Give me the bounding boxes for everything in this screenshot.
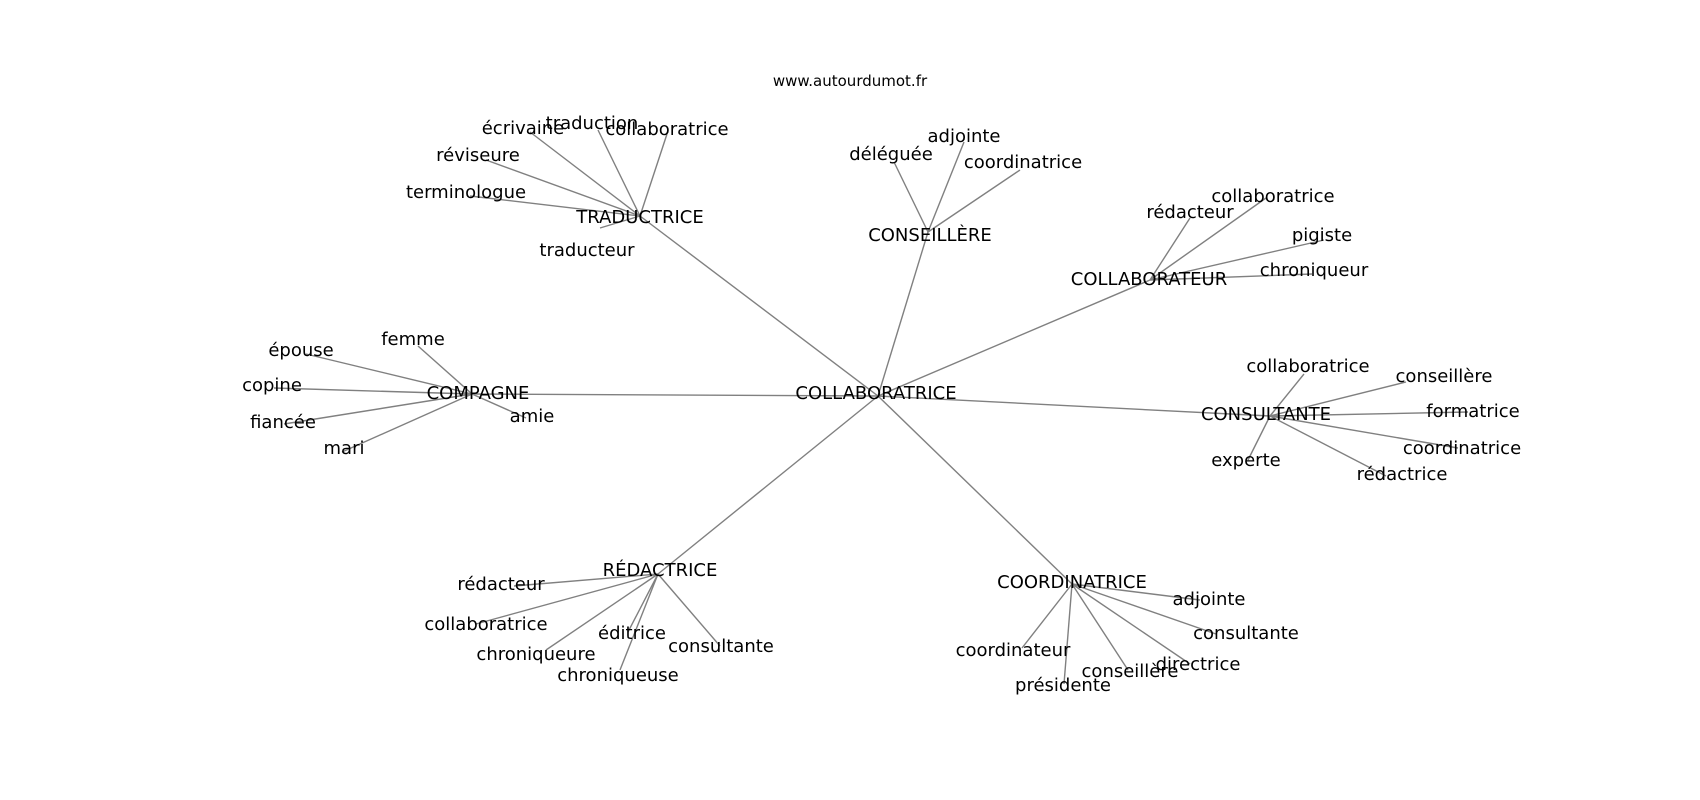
- word-consultante-experte[interactable]: experte: [1211, 450, 1280, 471]
- edge-consultante-formatrice: [1269, 411, 1469, 417]
- word-traductrice-traducteur[interactable]: traducteur: [539, 240, 635, 261]
- word-collaborateur-redacteur[interactable]: rédacteur: [1146, 202, 1234, 223]
- edge-coordinatrice-directrice: [1071, 583, 1191, 665]
- edge-center-compagne: [471, 393, 879, 397]
- word-compagne-mari[interactable]: mari: [324, 438, 365, 459]
- edge-compagne-femme: [417, 345, 473, 395]
- edge-coordinatrice-adjointe: [1071, 583, 1201, 601]
- edge-consultante-coordinatrice: [1269, 415, 1459, 449]
- word-consultante-conseillere[interactable]: conseillère: [1396, 366, 1493, 387]
- word-collaborateur-chroniqueur[interactable]: chroniqueur: [1260, 260, 1369, 281]
- word-coordinatrice-presidente[interactable]: présidente: [1015, 675, 1111, 696]
- word-conseillere-deleguee[interactable]: déléguée: [849, 144, 933, 165]
- word-conseillere-adjointe[interactable]: adjointe: [927, 126, 1000, 147]
- word-redactrice-editrice[interactable]: éditrice: [598, 623, 666, 644]
- word-coordinatrice-consultante[interactable]: consultante: [1193, 623, 1299, 644]
- word-redactrice-collaboratrice[interactable]: collaboratrice: [424, 614, 547, 635]
- edge-center-coordinatrice: [877, 395, 1073, 585]
- hub-conseillere[interactable]: CONSEILLÈRE: [868, 224, 992, 246]
- word-consultante-coordinatrice[interactable]: coordinatrice: [1403, 438, 1521, 459]
- word-traductrice-ecrivaine[interactable]: écrivaine: [482, 118, 565, 139]
- word-traductrice-collaboratrice[interactable]: collaboratrice: [605, 119, 728, 140]
- edge-traductrice-collaboratrice: [639, 133, 668, 217]
- hub-redactrice[interactable]: RÉDACTRICE: [603, 559, 718, 581]
- edge-coordinatrice-conseillere: [1071, 583, 1129, 671]
- word-redactrice-redacteur[interactable]: rédacteur: [457, 574, 545, 595]
- word-redactrice-chroniqueuse[interactable]: chroniqueuse: [557, 665, 679, 686]
- edge-traductrice-traducteur: [599, 215, 641, 229]
- word-traductrice-reviseure[interactable]: réviseure: [436, 145, 520, 166]
- word-redactrice-chroniqueure[interactable]: chroniqueure: [476, 644, 595, 665]
- edge-traductrice-reviseure: [485, 159, 641, 217]
- edge-conseillere-deleguee: [893, 161, 929, 233]
- word-redactrice-consultante[interactable]: consultante: [668, 636, 774, 657]
- graph-labels: écrivainetraductioncollaboratriceréviseu…: [242, 113, 1521, 696]
- word-coordinatrice-coordinateur[interactable]: coordinateur: [956, 640, 1071, 661]
- hub-compagne[interactable]: COMPAGNE: [427, 383, 530, 404]
- edge-consultante-redactrice: [1269, 415, 1387, 477]
- edge-coordinatrice-consultante: [1071, 583, 1217, 635]
- edge-compagne-copine: [273, 387, 473, 395]
- word-coordinatrice-adjointe[interactable]: adjointe: [1172, 589, 1245, 610]
- word-collaborateur-pigiste[interactable]: pigiste: [1292, 225, 1352, 246]
- edge-coordinatrice-coordinateur: [1021, 583, 1073, 649]
- word-consultante-formatrice[interactable]: formatrice: [1426, 401, 1519, 422]
- hub-consultante[interactable]: CONSULTANTE: [1201, 404, 1331, 425]
- center-node-collaboratrice[interactable]: COLLABORATRICE: [795, 383, 956, 404]
- edge-redactrice-consultante: [657, 573, 721, 647]
- edge-collaborateur-pigiste: [1149, 239, 1325, 281]
- edge-collaborateur-collaboratrice: [1149, 197, 1267, 281]
- word-compagne-fiancee[interactable]: fiancée: [250, 412, 316, 433]
- edge-traductrice-traduction: [597, 129, 641, 217]
- hub-traductrice[interactable]: TRADUCTRICE: [575, 207, 703, 228]
- edge-traductrice-terminologue: [469, 195, 641, 217]
- hub-coordinatrice[interactable]: COORDINATRICE: [997, 572, 1147, 593]
- source-label: www.autourdumot.fr: [772, 72, 928, 90]
- edge-conseillere-coordinatrice: [927, 169, 1021, 233]
- word-traductrice-traduction[interactable]: traduction: [546, 113, 639, 134]
- edge-center-redactrice: [657, 395, 879, 575]
- edge-collaborateur-chroniqueur: [1149, 273, 1313, 281]
- word-consultante-collaboratrice[interactable]: collaboratrice: [1246, 356, 1369, 377]
- edge-compagne-fiancee: [283, 393, 473, 425]
- word-conseillere-coordinatrice[interactable]: coordinatrice: [964, 152, 1082, 173]
- edge-traductrice-ecrivaine: [529, 131, 641, 217]
- edge-compagne-amie: [471, 393, 527, 419]
- edge-conseillere-adjointe: [927, 141, 965, 233]
- word-compagne-femme[interactable]: femme: [381, 329, 445, 350]
- edge-collaborateur-redacteur: [1149, 217, 1191, 281]
- word-consultante-redactrice[interactable]: rédactrice: [1357, 464, 1448, 485]
- word-compagne-amie[interactable]: amie: [510, 406, 555, 427]
- word-compagne-epouse[interactable]: épouse: [268, 340, 333, 361]
- word-collaborateur-collaboratrice[interactable]: collaboratrice: [1211, 186, 1334, 207]
- edge-redactrice-chroniqueuse: [619, 573, 659, 671]
- edge-center-conseillere: [877, 231, 929, 397]
- edge-redactrice-editrice: [627, 573, 659, 633]
- edge-redactrice-redacteur: [513, 573, 659, 587]
- edge-consultante-conseillere: [1269, 381, 1407, 417]
- edge-consultante-experte: [1247, 415, 1271, 461]
- word-compagne-copine[interactable]: copine: [242, 375, 302, 396]
- graph-edges: [273, 129, 1469, 685]
- edge-center-collaborateur: [877, 279, 1151, 397]
- edge-consultante-collaboratrice: [1269, 373, 1305, 417]
- edge-compagne-epouse: [305, 353, 473, 395]
- word-coordinatrice-conseillere[interactable]: conseillère: [1082, 661, 1179, 682]
- edge-compagne-mari: [341, 393, 473, 453]
- edge-redactrice-chroniqueure: [545, 573, 659, 651]
- word-traductrice-terminologue[interactable]: terminologue: [406, 182, 526, 203]
- edge-coordinatrice-presidente: [1063, 583, 1073, 685]
- hub-collaborateur[interactable]: COLLABORATEUR: [1071, 269, 1227, 290]
- edge-center-consultante: [877, 395, 1271, 417]
- word-coordinatrice-directrice[interactable]: directrice: [1156, 654, 1241, 675]
- edge-center-traductrice: [639, 215, 879, 397]
- edge-redactrice-collaboratrice: [475, 573, 659, 625]
